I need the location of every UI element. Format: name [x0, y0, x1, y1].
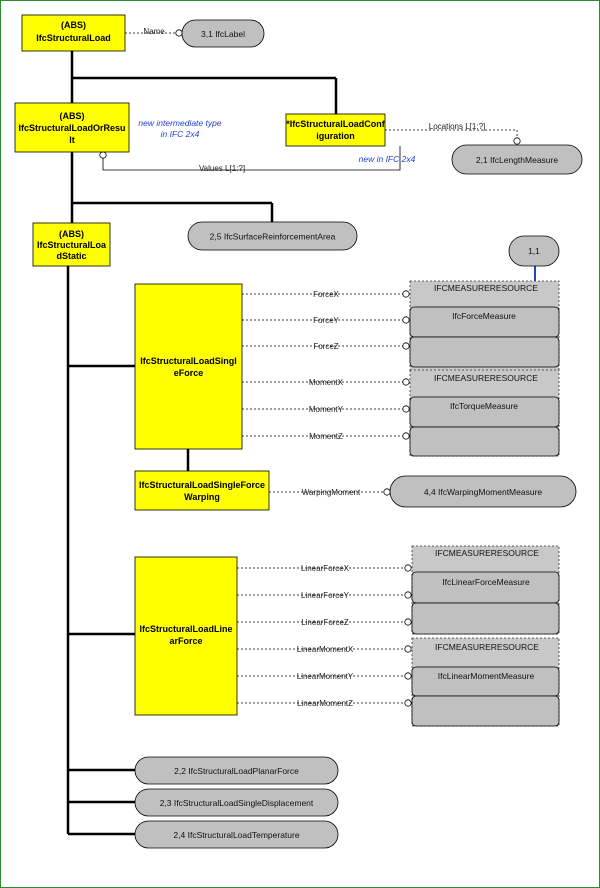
relation-force-x: ForceX — [313, 290, 339, 299]
entity-name-line2: lt — [69, 135, 75, 145]
entity-name-line1: IfcStructuralLoadSingl — [140, 356, 237, 366]
entity-ifc-structural-load-single-force[interactable]: IfcStructuralLoadSingl eForce — [134, 283, 243, 450]
resource-header: IFCMEASURERESOURCE — [434, 283, 538, 293]
entity-abs-label: (ABS) — [61, 20, 86, 30]
ref-ifc-label[interactable]: 3,1 IfcLabel — [181, 19, 265, 48]
entity-name-line2: dStatic — [56, 251, 86, 261]
entity-name-line2: iguration — [316, 131, 355, 141]
entity-ifc-structural-load-or-result[interactable]: (ABS) IfcStructuralLoadOrResu lt — [14, 102, 130, 153]
ref-label-text: 1,1 — [528, 246, 540, 256]
ref-label-text: 3,1 IfcLabel — [201, 29, 245, 39]
note-intermediate-type-line1: new intermediate type — [138, 118, 221, 128]
ref-label-text: 2,1 IfcLengthMeasure — [476, 155, 558, 165]
ref-ifc-length-measure[interactable]: 2,1 IfcLengthMeasure — [451, 144, 583, 175]
entity-abs-label: (ABS) — [60, 111, 85, 121]
ref-label-text: 2,3 IfcStructuralLoadSingleDisplacement — [160, 798, 314, 808]
ref-ifc-surface-reinforcement-area[interactable]: 2,5 IfcSurfaceReinforcementArea — [187, 221, 358, 251]
entity-name-line1: IfcStructuralLoadSingleForce — [139, 480, 265, 490]
resource-type: IfcLinearForceMeasure — [442, 577, 530, 587]
entity-name-line1: IfcStructuralLoa — [37, 240, 107, 250]
resource-header: IFCMEASURERESOURCE — [435, 548, 539, 558]
relation-linear-force-x: LinearForceX — [301, 564, 350, 573]
resource-ifc-force-measure[interactable]: IFCMEASURERESOURCE IfcForceMeasure — [409, 280, 560, 372]
ref-page-1-1[interactable]: 1,1 — [508, 235, 560, 267]
ref-label-text: 2,4 IfcStructuralLoadTemperature — [173, 830, 299, 840]
relation-linear-force-z: LinearForceZ — [301, 618, 349, 627]
resource-ifc-linear-moment-measure[interactable]: IFCMEASURERESOURCE IfcLinearMomentMeasur… — [411, 637, 560, 727]
ref-ifc-structural-load-temperature[interactable]: 2,4 IfcStructuralLoadTemperature — [134, 820, 339, 849]
relation-values: Values L[1:?] — [199, 164, 245, 173]
relation-moment-y: MomentY — [309, 405, 344, 414]
ref-ifc-warping-moment-measure[interactable]: 4,4 IfcWarpingMomentMeasure — [389, 475, 577, 508]
entity-name-line1: *IfcStructuralLoadConf — [286, 119, 386, 129]
relation-locations: Locations L[1:?] — [429, 122, 485, 131]
entity-ifc-structural-load-linear-force[interactable]: IfcStructuralLoadLine arForce — [134, 556, 238, 716]
ref-label-text: 2,5 IfcSurfaceReinforcementArea — [210, 232, 336, 242]
relation-moment-x: MomentX — [309, 378, 344, 387]
relation-linear-moment-x: LinearMomentX — [297, 645, 354, 654]
resource-header: IFCMEASURERESOURCE — [435, 642, 539, 652]
relation-linear-moment-z: LinearMomentZ — [297, 699, 353, 708]
relation-force-y: ForceY — [313, 316, 339, 325]
relation-warping-moment: WarpingMoment — [302, 488, 361, 497]
relation-name: Name — [143, 27, 165, 36]
relation-moment-z: MomentZ — [309, 432, 343, 441]
resource-type: IfcLinearMomentMeasure — [438, 671, 535, 681]
entity-name-line1: IfcStructuralLoadOrResu — [18, 123, 125, 133]
entity-abs-label: (ABS) — [59, 229, 84, 239]
resource-header: IFCMEASURERESOURCE — [434, 373, 538, 383]
ref-ifc-structural-load-single-displacement[interactable]: 2,3 IfcStructuralLoadSingleDisplacement — [134, 788, 339, 817]
ref-label-text: 2,2 IfcStructuralLoadPlanarForce — [174, 766, 299, 776]
relation-linear-force-y: LinearForceY — [301, 591, 350, 600]
note-new-in-ifc-2x4: new in IFC 2x4 — [359, 154, 416, 164]
entity-name-line2: eForce — [174, 368, 204, 378]
entity-name-line1: IfcStructuralLoadLine — [139, 624, 232, 634]
entity-ifc-structural-load-configuration[interactable]: *IfcStructuralLoadConf iguration — [285, 113, 386, 147]
note-intermediate-type-line2: in IFC 2x4 — [161, 129, 200, 139]
relation-end-circles — [99, 29, 521, 707]
entity-ifc-structural-load[interactable]: (ABS) IfcStructuralLoad — [21, 14, 126, 52]
resource-type: IfcForceMeasure — [452, 311, 516, 321]
ref-ifc-structural-load-planar-force[interactable]: 2,2 IfcStructuralLoadPlanarForce — [134, 756, 339, 785]
ref-label-text: 4,4 IfcWarpingMomentMeasure — [424, 487, 543, 497]
resource-type: IfcTorqueMeasure — [450, 401, 518, 411]
entity-ifc-structural-load-static[interactable]: (ABS) IfcStructuralLoa dStatic — [32, 222, 111, 267]
relation-linear-moment-y: LinearMomentY — [297, 672, 354, 681]
resource-ifc-torque-measure[interactable]: IFCMEASURERESOURCE IfcTorqueMeasure — [409, 369, 560, 457]
entity-name-line2: arForce — [169, 636, 202, 646]
entity-ifc-structural-load-single-force-warping[interactable]: IfcStructuralLoadSingleForce Warping — [134, 470, 270, 511]
relation-force-z: ForceZ — [313, 342, 338, 351]
entity-name-line2: Warping — [184, 492, 220, 502]
inheritance-lines — [66, 51, 338, 836]
entity-name: IfcStructuralLoad — [36, 33, 111, 43]
relation-labels: Name Locations L[1:?] Values L[1:?] Forc… — [143, 27, 485, 708]
resource-ifc-linear-force-measure[interactable]: IFCMEASURERESOURCE IfcLinearForceMeasure — [411, 545, 560, 635]
